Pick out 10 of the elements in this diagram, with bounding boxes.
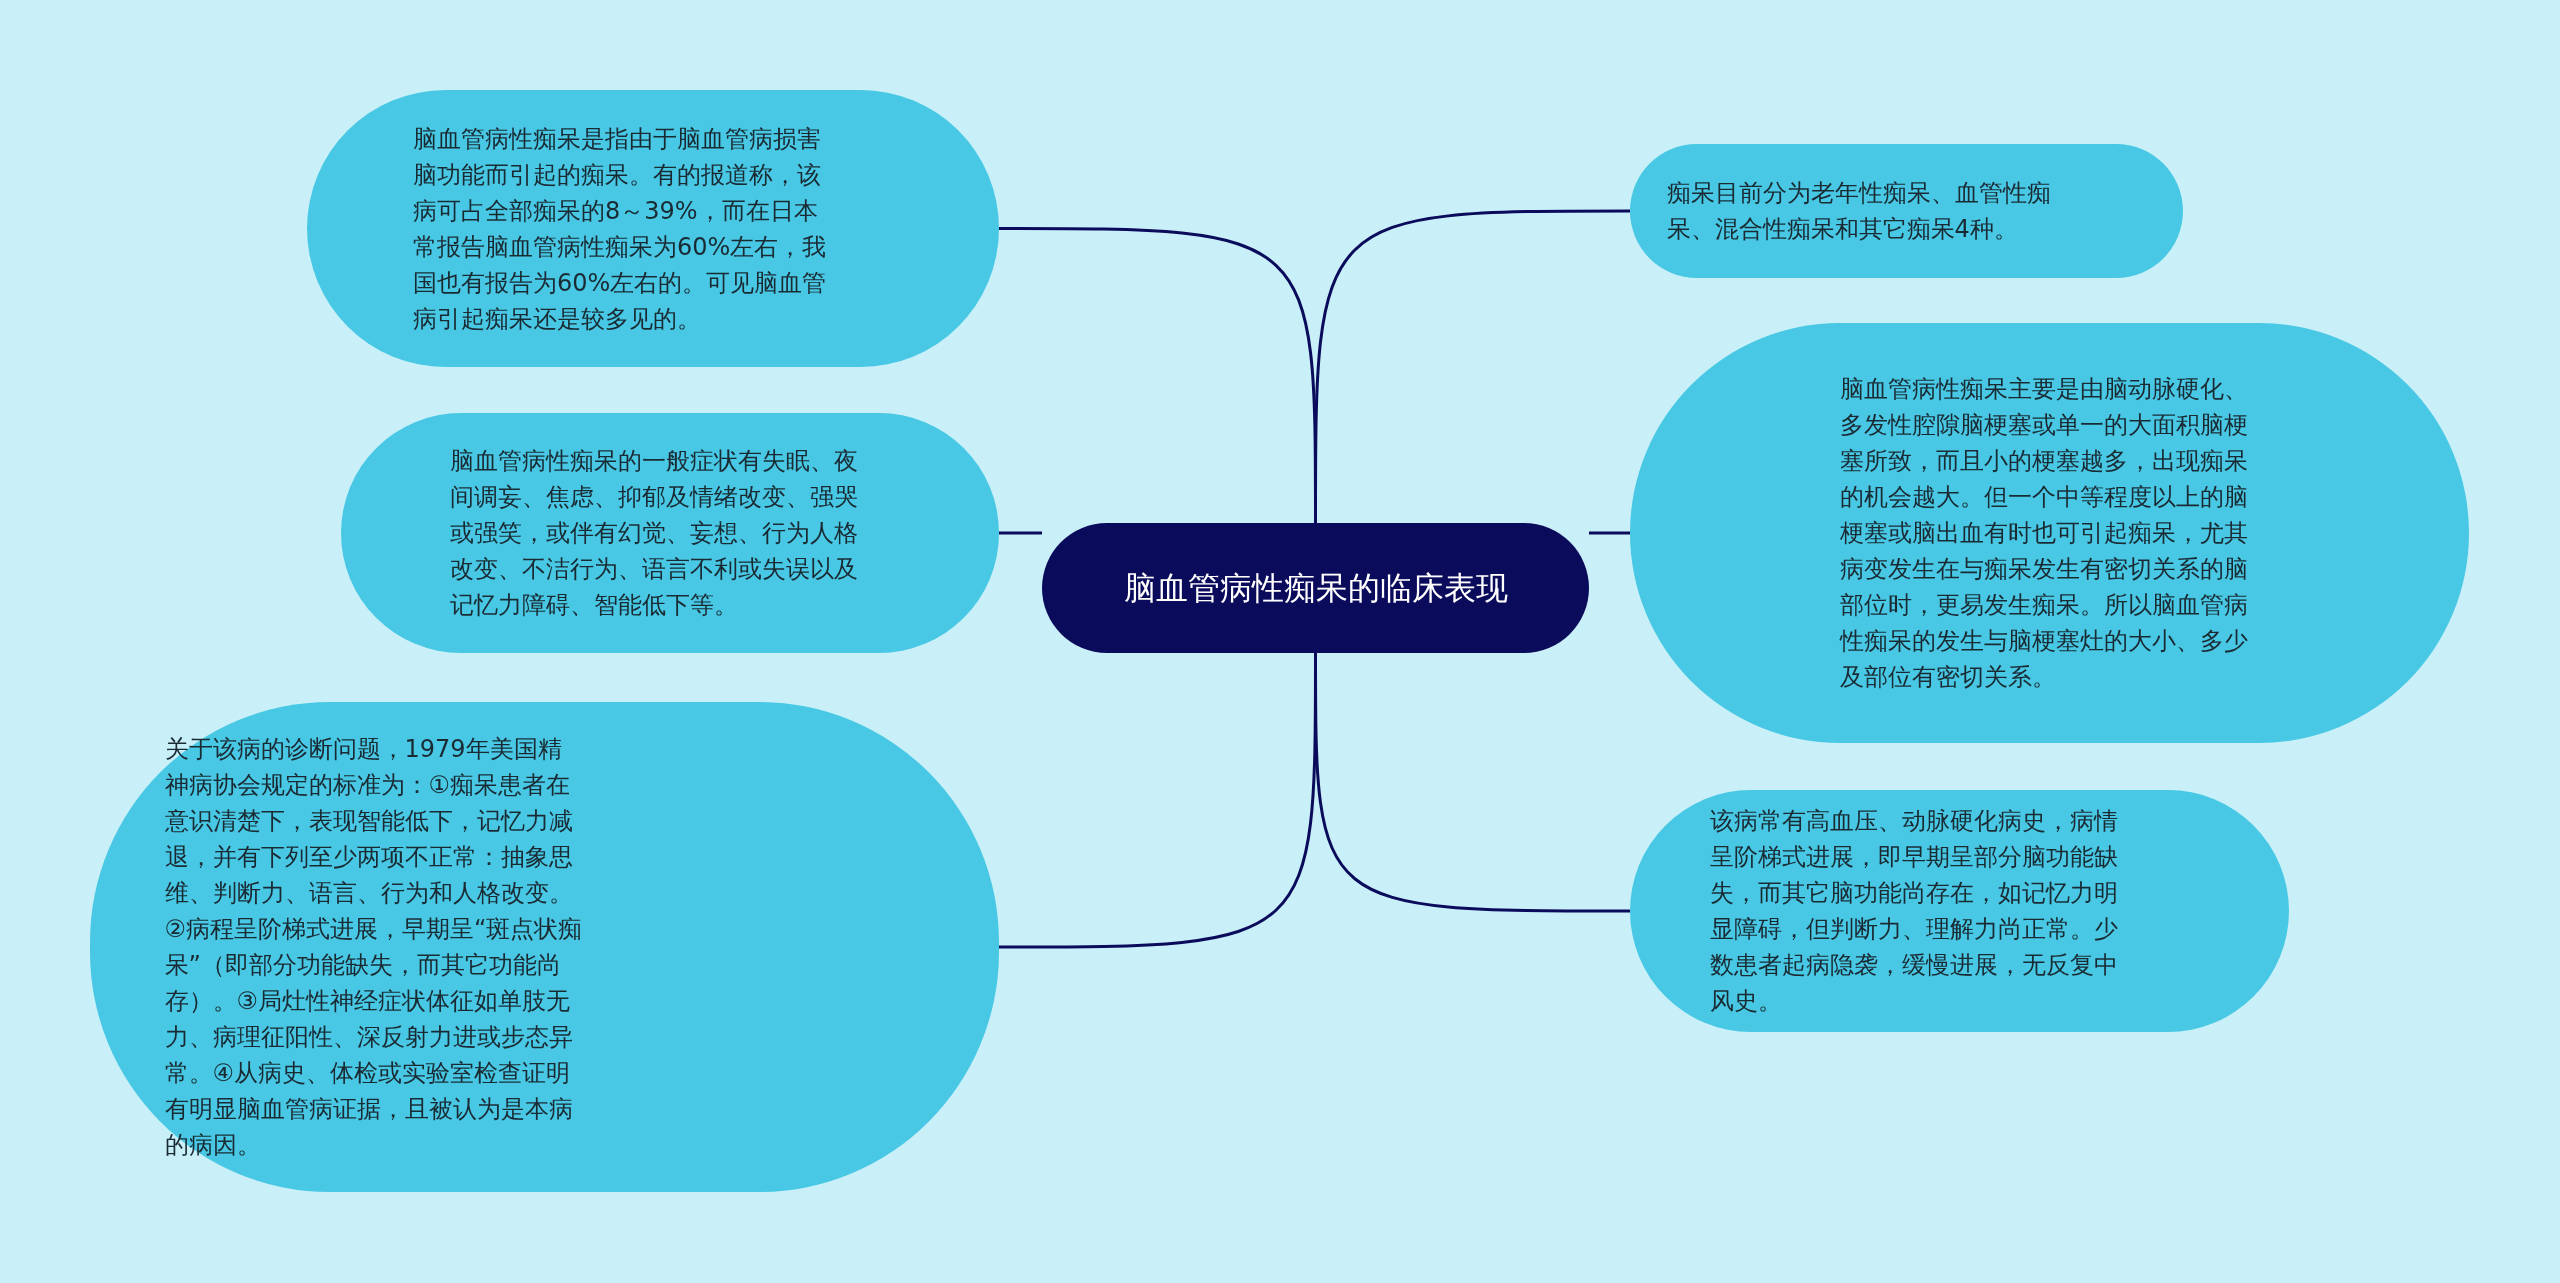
connector-line — [1314, 653, 1630, 913]
branch-text: 脑血管病性痴呆的一般症状有失眠、夜间调妄、焦虑、抑郁及情绪改变、强哭或强笑，或伴有幻觉、妄想、行为人格改变、不洁行为、语言不利或失误以及记忆力障碍、智能低下等。 — [450, 446, 859, 621]
branch-text: 该病常有高血压、动脉硬化病史，病情呈阶梯式进展，即早期呈部分脑功能缺失，而其它脑功能尚存在，如记忆力明显障碍，但判断力、理解力尚正常。少数患者起病隐袭，缓慢进展，无反复中风史。 — [1709, 806, 2119, 1017]
branch-text: 脑血管病性痴呆是指由于脑血管病损害脑功能而引起的痴呆。有的报道称，该病可占全部痴呆的8～39%，而在日本常报告脑血管病性痴呆为60%左右，我国也有报告为60%左右的。可见脑血管病引起痴呆还是较多见的。 — [413, 123, 828, 335]
topic-title: 脑血管病性痴呆的临床表现 — [1122, 568, 1509, 609]
branch-text: 痴呆目前分为老年性痴呆、血管性痴呆、混合性痴呆和其它痴呆4种。 — [1666, 178, 2052, 245]
branch-text: 脑血管病性痴呆主要是由脑动脉硬化、多发性腔隙脑梗塞或单一的大面积脑梗塞所致，而且小的梗塞越多，出现痴呆的机会越大。但一个中等程度以上的脑梗塞或脑出血有时也可引起痴呆，尤其病变发生在与痴呆发生有密切关系的脑部位时，更易发生痴呆。所以脑血管病性痴呆的发生与脑梗塞灶的大小、多少及部位有密切关系。 — [1839, 374, 2249, 693]
branch-text: 关于该病的诊断问题，1979年美国精神病协会规定的标准为：①痴呆患者在意识清楚下，表现智能低下，记忆力减退，并有下列至少两项不正常：抽象思维、判断力、语言、行为和人格改变。②病程呈阶梯式进展，早期呈“斑点状痴呆”（即部分功能缺失，而其它功能尚存）。③局灶性神经症状体征如单肢无力、病理征阳性、深反射力进或步态异常。④从病史、体检或实验室检查证明有明显脑血管病证据，且被认为是本病的病因。 — [164, 734, 584, 1161]
connector-line — [999, 531, 1042, 535]
connector-line — [1589, 531, 1630, 535]
